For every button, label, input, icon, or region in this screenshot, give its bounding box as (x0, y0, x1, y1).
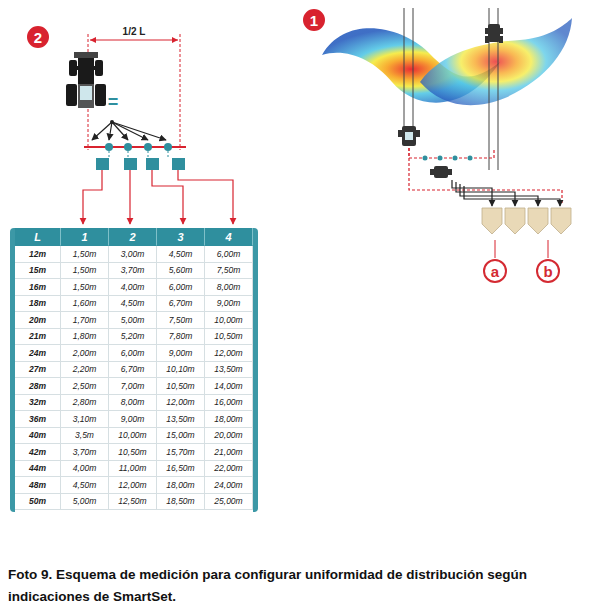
table-cell: 1,60m (61, 296, 109, 313)
table-cell: 44m (15, 461, 61, 478)
table-cell: 27m (15, 362, 61, 379)
table-header-cell: 2 (109, 228, 157, 246)
table-cell: 3,70m (109, 263, 157, 280)
dimension-label: 1/2 L (121, 26, 148, 37)
table-cell: 1,50m (61, 246, 109, 263)
callout-number: b (543, 264, 552, 279)
table-cell: 12,00m (109, 477, 157, 494)
table-cell: 10,50m (205, 329, 253, 346)
callout-circle: 2 (27, 26, 49, 48)
table-cell: 10,10m (157, 362, 205, 379)
table-cell: 5,20m (109, 329, 157, 346)
table-cell: 1,50m (61, 263, 109, 280)
table-cell: 42m (15, 444, 61, 461)
table-cell: 10,00m (205, 312, 253, 329)
table-cell: 21m (15, 329, 61, 346)
table-cell: 9,00m (157, 345, 205, 362)
table-cell: 20m (15, 312, 61, 329)
table-cell: 7,00m (109, 378, 157, 395)
table-cell: 8,00m (109, 395, 157, 412)
table-header-cell: 3 (157, 228, 205, 246)
table-cell: 10,50m (157, 378, 205, 395)
callout-circle: 1 (303, 9, 325, 31)
table-header-cell: 4 (205, 228, 253, 246)
table-cell: 18,00m (205, 411, 253, 428)
table-cell: 2,80m (61, 395, 109, 412)
table-cell: 3,10m (61, 411, 109, 428)
table-cell: 25,00m (205, 494, 253, 511)
table-cell: 6,70m (109, 362, 157, 379)
table-cell: 9,00m (205, 296, 253, 313)
table-cell: 3,5m (61, 428, 109, 445)
table-cell: 14,00m (205, 378, 253, 395)
table-header-cell: L (15, 228, 61, 246)
table-cell: 24,00m (205, 477, 253, 494)
table-cell: 10,00m (109, 428, 157, 445)
caption: Foto 9. Esquema de medición para configu… (8, 564, 580, 608)
table-cell: 18m (15, 296, 61, 313)
table-cell: 9,00m (109, 411, 157, 428)
table-cell: 36m (15, 411, 61, 428)
table-cell: 16,50m (157, 461, 205, 478)
table-cell: 12,00m (157, 395, 205, 412)
table-cell: 12m (15, 246, 61, 263)
table-cell: 15,00m (157, 428, 205, 445)
table-cell: 2,50m (61, 378, 109, 395)
table-cell: 5,60m (157, 263, 205, 280)
table-cell: 2,20m (61, 362, 109, 379)
table-cell: 48m (15, 477, 61, 494)
table-cell: 12,00m (205, 345, 253, 362)
table-cell: 1,80m (61, 329, 109, 346)
table-cell: 11,00m (109, 461, 157, 478)
table-cell: 15,70m (157, 444, 205, 461)
table-cell: 4,50m (157, 246, 205, 263)
table-frame: L123412m1,50m3,00m4,50m6,00m15m1,50m3,70… (10, 228, 258, 512)
callout-number: a (491, 264, 499, 279)
table-cell: 22,00m (205, 461, 253, 478)
table-cell: 18,00m (157, 477, 205, 494)
table-cell: 8,00m (205, 279, 253, 296)
table-cell: 1,50m (61, 279, 109, 296)
table-cell: 10,50m (109, 444, 157, 461)
callout-circle: b (536, 259, 560, 283)
table-cell: 32m (15, 395, 61, 412)
table-cell: 3,70m (61, 444, 109, 461)
table-cell: 13,50m (157, 411, 205, 428)
table-cell: 4,50m (109, 296, 157, 313)
callout-number: 1 (310, 13, 318, 28)
table-cell: 4,00m (109, 279, 157, 296)
table-cell: 2,00m (61, 345, 109, 362)
table-cell: 3,00m (109, 246, 157, 263)
table-cell: 16m (15, 279, 61, 296)
table-cell: 16,00m (205, 395, 253, 412)
callout-number: 2 (34, 30, 42, 45)
table-cell: 21,00m (205, 444, 253, 461)
table-cell: 7,50m (205, 263, 253, 280)
table-cell: 24m (15, 345, 61, 362)
table-cell: 12,50m (109, 494, 157, 511)
table-header-cell: 1 (61, 228, 109, 246)
table-cell: 4,00m (61, 461, 109, 478)
table-cell: 13,50m (205, 362, 253, 379)
caption-text: Foto 9. Esquema de medición para configu… (8, 567, 527, 604)
table-cell: 1,70m (61, 312, 109, 329)
table-cell: 18,50m (157, 494, 205, 511)
callout-circle: a (483, 259, 507, 283)
table-cell: 7,80m (157, 329, 205, 346)
table-cell: 15m (15, 263, 61, 280)
table-cell: 50m (15, 494, 61, 511)
table-cell: 28m (15, 378, 61, 395)
table-cell: 6,70m (157, 296, 205, 313)
table-cell: 6,00m (157, 279, 205, 296)
table-cell: 7,50m (157, 312, 205, 329)
table-cell: 4,50m (61, 477, 109, 494)
table-cell: 5,00m (61, 494, 109, 511)
table-cell: 20,00m (205, 428, 253, 445)
equal-sign: = (108, 92, 119, 113)
table-cell: 6,00m (109, 345, 157, 362)
table-cell: 6,00m (205, 246, 253, 263)
table-cell: 5,00m (109, 312, 157, 329)
table-cell: 40m (15, 428, 61, 445)
